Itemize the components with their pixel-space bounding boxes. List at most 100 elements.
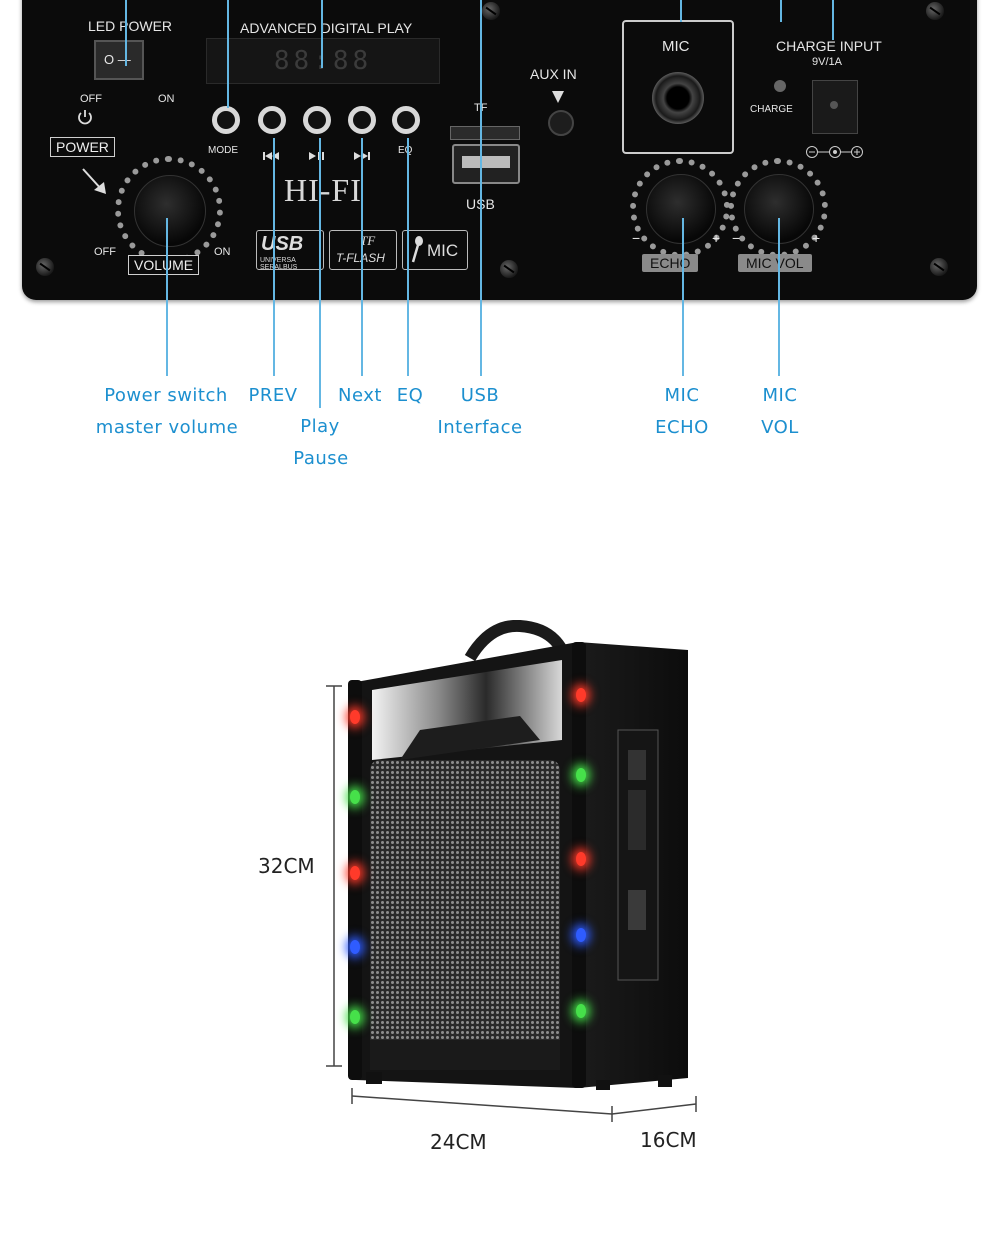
callout-line-play	[319, 138, 321, 408]
callout-line-mic-vol	[778, 218, 780, 376]
led-light	[576, 928, 586, 942]
callout-play: Play	[300, 416, 340, 437]
callout-power-switch: Power switch	[104, 385, 228, 406]
screw-icon	[926, 2, 944, 20]
led-light	[350, 866, 360, 880]
volume-knob[interactable]	[134, 175, 206, 247]
callout-line-echo	[682, 218, 684, 376]
volume-label: VOLUME	[128, 255, 200, 275]
callout-mic-2: MIC	[762, 385, 798, 406]
tflash-text: T-FLASH	[336, 251, 385, 265]
callout-eq: EQ	[396, 385, 424, 406]
mic-vol-plus: +	[812, 230, 821, 246]
callout-line-mic-jack	[680, 0, 682, 22]
callout-line-eq	[407, 138, 409, 376]
eq-button[interactable]	[392, 106, 420, 134]
next-button[interactable]	[348, 106, 376, 134]
mic-jack[interactable]	[652, 72, 704, 124]
microphone-icon	[411, 235, 423, 263]
power-icon	[76, 108, 94, 126]
screw-icon	[500, 260, 518, 278]
control-panel: LED POWER O — OFF ON POWER OFF ON VOLUME…	[22, 0, 977, 300]
height-dimension: 32CM	[258, 854, 315, 878]
charge-rating-label: 9V/1A	[812, 56, 842, 68]
callout-line-volume	[166, 218, 168, 376]
callout-line-led-power	[125, 0, 127, 66]
callout-pause: Pause	[293, 448, 349, 469]
usb-logo-sub: UNIVERSA SERALBUS	[260, 257, 298, 271]
led-light	[576, 688, 586, 702]
mic-label: MIC	[662, 38, 690, 55]
callout-line-display	[321, 0, 323, 68]
callout-master-volume: master volume	[95, 417, 239, 438]
polarity-icon	[804, 144, 866, 163]
prev-icon	[262, 146, 282, 165]
callout-line-prev	[273, 138, 275, 376]
charge-label: CHARGE	[750, 104, 793, 115]
charge-led	[774, 80, 786, 92]
callout-mic-1: MIC	[664, 385, 700, 406]
callout-interface: Interface	[437, 417, 523, 438]
echo-plus: +	[712, 230, 721, 246]
aux-in-jack[interactable]	[548, 110, 574, 136]
callout-usb: USB	[460, 385, 500, 406]
echo-minus: −	[632, 230, 641, 246]
arrow-icon	[80, 166, 110, 196]
depth-dimension: 16CM	[640, 1128, 697, 1152]
advanced-digital-play-label: ADVANCED DIGITAL PLAY	[240, 20, 413, 36]
led-power-switch[interactable]: O —	[94, 40, 144, 80]
prev-button[interactable]	[258, 106, 286, 134]
mic-logo: MIC	[402, 230, 468, 270]
on-label: ON	[158, 93, 175, 105]
mode-button[interactable]	[212, 106, 240, 134]
tflash-logo: TF T-FLASH	[329, 230, 397, 270]
screw-icon	[930, 258, 948, 276]
aux-in-label: AUX IN	[530, 66, 577, 82]
led-power-label: LED POWER	[88, 18, 173, 34]
usb-port[interactable]	[452, 144, 520, 184]
led-display: 88:88	[206, 38, 440, 84]
switch-marks: O —	[104, 52, 131, 67]
led-light	[576, 852, 586, 866]
volume-on-label: ON	[214, 246, 231, 258]
echo-knob[interactable]	[646, 174, 716, 244]
tf-card-slot[interactable]	[450, 126, 520, 140]
callout-vol: VOL	[761, 417, 799, 438]
charge-input-label: CHARGE INPUT	[776, 38, 882, 54]
tf-logo-text: TF	[360, 233, 376, 248]
usb-logo-text: USB	[261, 233, 304, 255]
callout-line-usb	[480, 0, 482, 376]
mic-jack-box: MIC	[622, 20, 734, 154]
next-icon	[352, 146, 372, 165]
screw-icon	[36, 258, 54, 276]
callout-line-mode	[227, 0, 229, 108]
port-pin	[830, 101, 838, 109]
volume-off-label: OFF	[94, 246, 116, 258]
eq-label: EQ	[398, 145, 413, 156]
dimension-lines	[320, 680, 720, 1130]
mic-logo-text: MIC	[427, 241, 459, 260]
usb-logo: USB UNIVERSA SERALBUS	[256, 230, 324, 271]
mode-label: MODE	[208, 145, 238, 156]
callout-line-next	[361, 138, 363, 376]
charge-input-port[interactable]	[812, 80, 858, 134]
echo-label: ECHO	[642, 254, 699, 272]
mic-vol-label: MIC VOL	[738, 254, 812, 272]
callout-line-charge	[780, 0, 782, 22]
callout-echo: ECHO	[655, 417, 709, 438]
off-label: OFF	[80, 93, 102, 105]
led-light	[350, 1010, 360, 1024]
play-pause-icon	[307, 146, 327, 165]
power-label: POWER	[50, 137, 115, 157]
led-light	[576, 1004, 586, 1018]
callout-line-charge-input	[832, 0, 834, 40]
led-light	[576, 768, 586, 782]
led-light	[350, 710, 360, 724]
play-pause-button[interactable]	[303, 106, 331, 134]
led-light	[350, 790, 360, 804]
hifi-label: HI-FI	[284, 172, 362, 208]
usb-port-tongue	[462, 156, 510, 168]
callout-next: Next	[338, 385, 382, 406]
led-light	[350, 940, 360, 954]
mic-vol-minus: −	[732, 230, 741, 246]
